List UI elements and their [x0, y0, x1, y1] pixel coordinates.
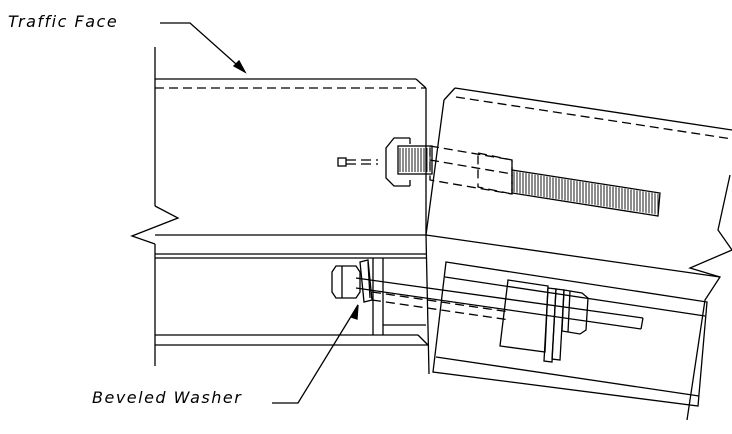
left-rail-section [130, 47, 429, 366]
beveled-washer-leader [272, 304, 359, 404]
thread-hatching [399, 148, 659, 215]
traffic-face-label: Traffic Face [8, 12, 119, 31]
upper-bolt-assembly [337, 137, 661, 217]
traffic-face-leader [160, 22, 247, 74]
lower-bolt-assembly [331, 259, 644, 363]
beveled-washer-label: Beveled Washer [92, 388, 243, 407]
right-rail-section [425, 87, 732, 421]
